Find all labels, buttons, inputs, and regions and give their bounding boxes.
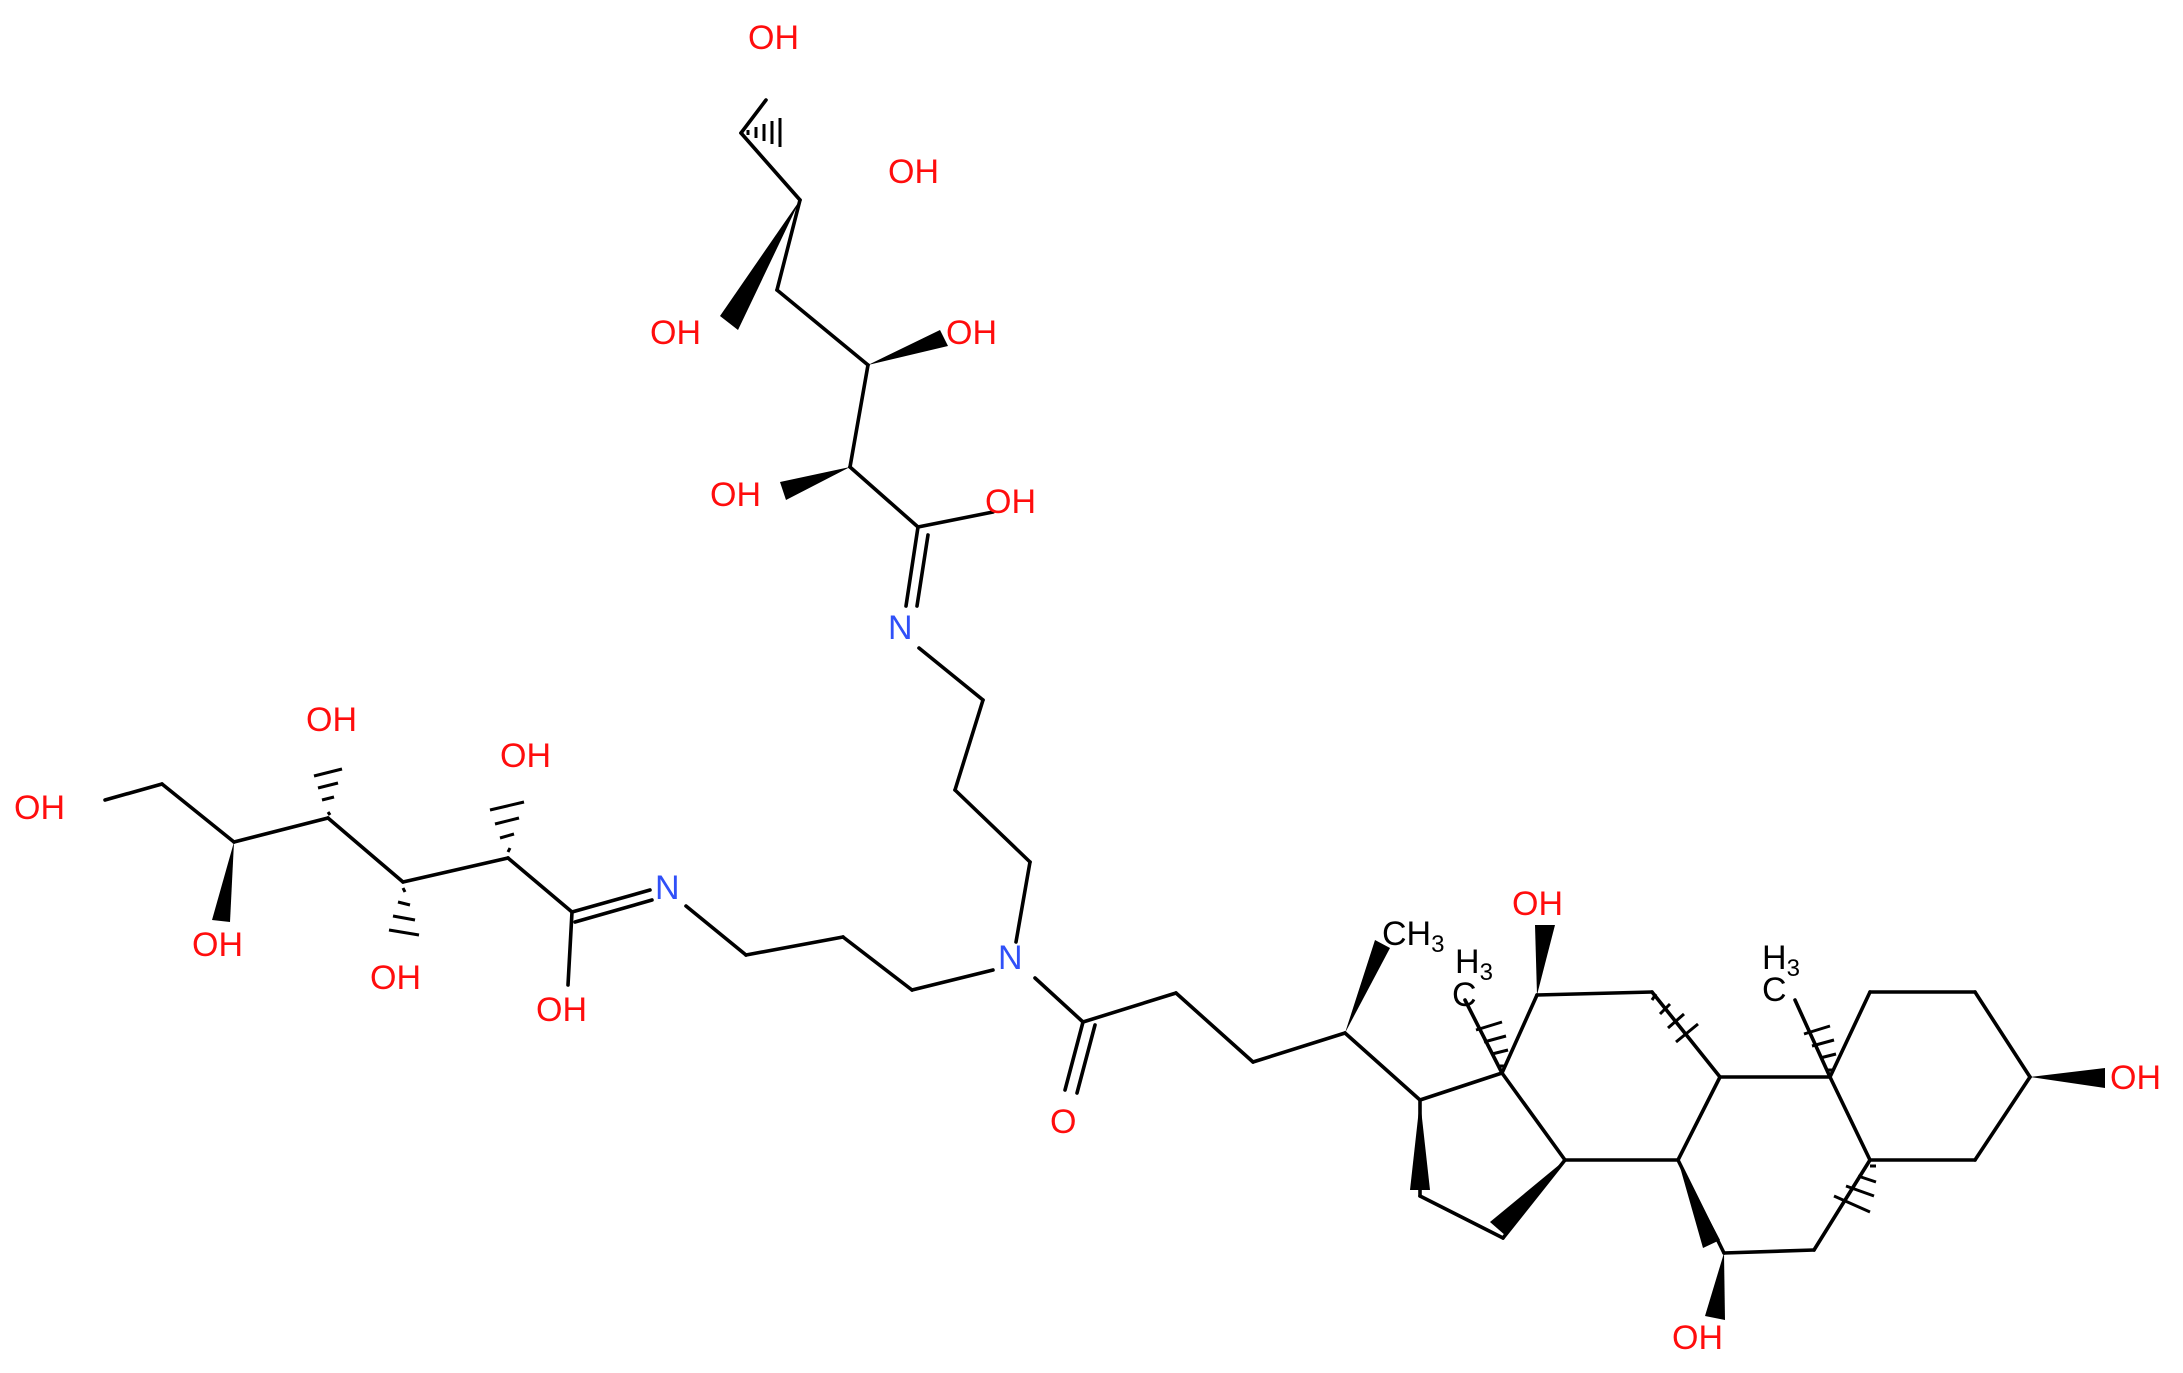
o-carbonyl: O (1050, 1103, 1076, 1141)
oh-c12: OH (1512, 885, 1563, 923)
oh-left-c5: OH (192, 926, 243, 964)
oh-top-imidic: OH (985, 483, 1036, 521)
oh-top-terminal: OH (748, 19, 799, 57)
oh-left-c3: OH (370, 959, 421, 997)
oh-top-c5: OH (888, 153, 939, 191)
oh-left-imidic: OH (536, 991, 587, 1029)
hash-bonds (313, 118, 1877, 1214)
methyl-c10-c: C (1762, 971, 1787, 1009)
n-top-imine: N (888, 609, 913, 647)
oh-left-terminal: OH (14, 789, 65, 827)
bond-lines (103, 98, 2032, 1255)
oh-top-c4-left: OH (650, 314, 701, 352)
oh-c7: OH (1672, 1319, 1723, 1357)
n-amide: N (998, 939, 1023, 977)
oh-top-c2-left: OH (710, 476, 761, 514)
methyl-c13-h3: H3 (1455, 943, 1493, 986)
n-left-imine: N (655, 869, 680, 907)
methyl-c13-c: C (1452, 976, 1477, 1014)
methyl-c10-h3: H3 (1762, 939, 1800, 982)
oh-c3: OH (2110, 1059, 2161, 1097)
oh-left-c2: OH (500, 737, 551, 775)
methyl-side-chain: CH3 (1382, 915, 1444, 958)
wedge-bonds (212, 200, 2105, 1320)
atom-labels: OH OH OH OH OH OH N OH OH OH OH OH OH N … (14, 19, 2161, 1357)
oh-top-c3-right: OH (946, 314, 997, 352)
oh-left-c4: OH (306, 701, 357, 739)
